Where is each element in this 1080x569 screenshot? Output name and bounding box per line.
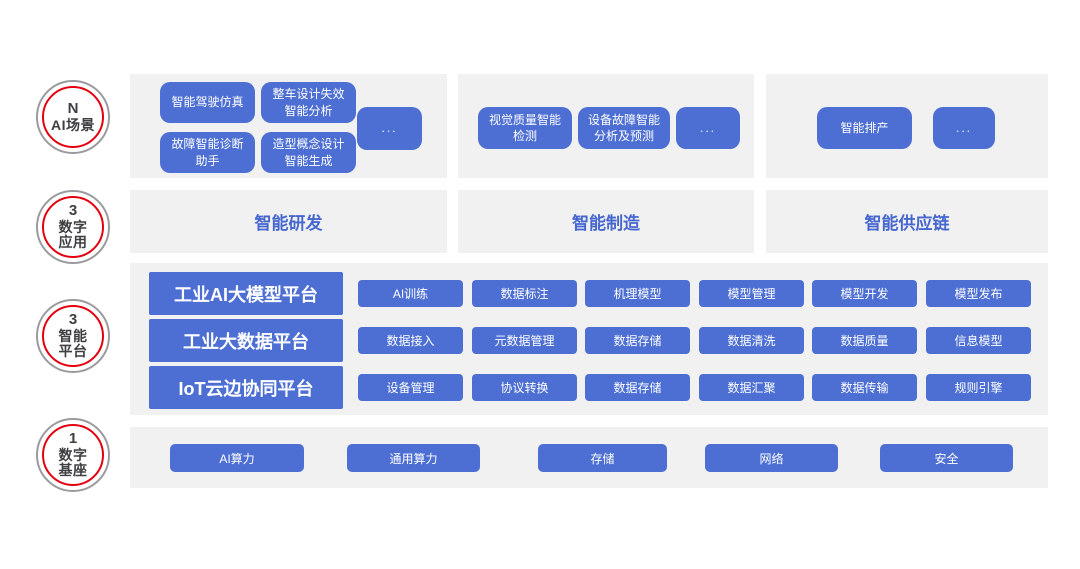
- scenario-button[interactable]: 整车设计失效 智能分析: [261, 82, 356, 123]
- capability-button[interactable]: 数据存储: [585, 374, 690, 401]
- capability-button[interactable]: 模型管理: [699, 280, 804, 307]
- capability-button[interactable]: 设备管理: [358, 374, 463, 401]
- app-title-rd: 智能研发: [130, 190, 447, 253]
- badge-count: 3: [68, 310, 78, 328]
- panel-supply-scenarios: 智能排产 ...: [766, 74, 1048, 178]
- badge-count: 1: [68, 429, 78, 447]
- badge-red-ring: 1 数字 基座: [42, 424, 104, 486]
- panel-rd-scenarios: 智能驾驶仿真 整车设计失效 智能分析 故障智能诊断 助手 造型概念设计 智能生成…: [130, 74, 447, 178]
- foundation-button[interactable]: 网络: [705, 444, 838, 472]
- platform-title-ai-model: 工业AI大模型平台: [149, 272, 343, 315]
- badge-smart-platforms: 3 智能 平台: [36, 299, 110, 373]
- capability-button[interactable]: 协议转换: [472, 374, 577, 401]
- capability-button[interactable]: 机理模型: [585, 280, 690, 307]
- badge-digital-foundation: 1 数字 基座: [36, 418, 110, 492]
- capability-button[interactable]: 数据汇聚: [699, 374, 804, 401]
- badge-label: 数字 基座: [58, 446, 88, 479]
- foundation-button[interactable]: 通用算力: [347, 444, 480, 472]
- capability-button[interactable]: 元数据管理: [472, 327, 577, 354]
- capability-button[interactable]: 数据质量: [812, 327, 917, 354]
- app-title-manufacturing: 智能制造: [458, 190, 754, 253]
- platform-title-big-data: 工业大数据平台: [149, 319, 343, 362]
- foundation-button[interactable]: 安全: [880, 444, 1013, 472]
- badge-digital-applications: 3 数字 应用: [36, 190, 110, 264]
- capability-button[interactable]: 模型开发: [812, 280, 917, 307]
- foundation-button[interactable]: 存储: [538, 444, 667, 472]
- badge-label: 智能 平台: [58, 327, 88, 360]
- panel-foundation: AI算力 通用算力 存储 网络 安全: [130, 427, 1048, 488]
- scenario-button[interactable]: 智能驾驶仿真: [160, 82, 255, 123]
- capability-button[interactable]: 数据传输: [812, 374, 917, 401]
- badge-red-ring: 3 智能 平台: [42, 305, 104, 367]
- scenario-button[interactable]: 故障智能诊断 助手: [160, 132, 255, 173]
- platform-title-iot-edge-cloud: IoT云边协同平台: [149, 366, 343, 409]
- scenario-button[interactable]: 视觉质量智能 检测: [478, 107, 572, 149]
- more-button[interactable]: ...: [357, 107, 422, 150]
- capability-button[interactable]: 信息模型: [926, 327, 1031, 354]
- panel-mfg-scenarios: 视觉质量智能 检测 设备故障智能 分析及预测 ...: [458, 74, 754, 178]
- scenario-button[interactable]: 造型概念设计 智能生成: [261, 132, 356, 173]
- badge-red-ring: N AI场景: [42, 86, 104, 148]
- capability-button[interactable]: 数据存储: [585, 327, 690, 354]
- badge-ai-scenarios: N AI场景: [36, 80, 110, 154]
- capability-button[interactable]: 规则引擎: [926, 374, 1031, 401]
- badge-count: 3: [68, 201, 78, 219]
- scenario-button[interactable]: 智能排产: [817, 107, 912, 149]
- badge-label: 数字 应用: [58, 218, 88, 251]
- capability-button[interactable]: 数据标注: [472, 280, 577, 307]
- badge-red-ring: 3 数字 应用: [42, 196, 104, 258]
- badge-count: N: [67, 99, 79, 117]
- capability-button[interactable]: 数据清洗: [699, 327, 804, 354]
- capability-button[interactable]: AI训练: [358, 280, 463, 307]
- panel-platforms: 工业AI大模型平台 AI训练 数据标注 机理模型 模型管理 模型开发 模型发布 …: [130, 263, 1048, 415]
- scenario-button[interactable]: 设备故障智能 分析及预测: [578, 107, 670, 149]
- more-button[interactable]: ...: [933, 107, 995, 149]
- more-button[interactable]: ...: [676, 107, 740, 149]
- capability-button[interactable]: 数据接入: [358, 327, 463, 354]
- foundation-button[interactable]: AI算力: [170, 444, 304, 472]
- app-title-supply-chain: 智能供应链: [766, 190, 1048, 253]
- capability-button[interactable]: 模型发布: [926, 280, 1031, 307]
- badge-label: AI场景: [51, 116, 95, 133]
